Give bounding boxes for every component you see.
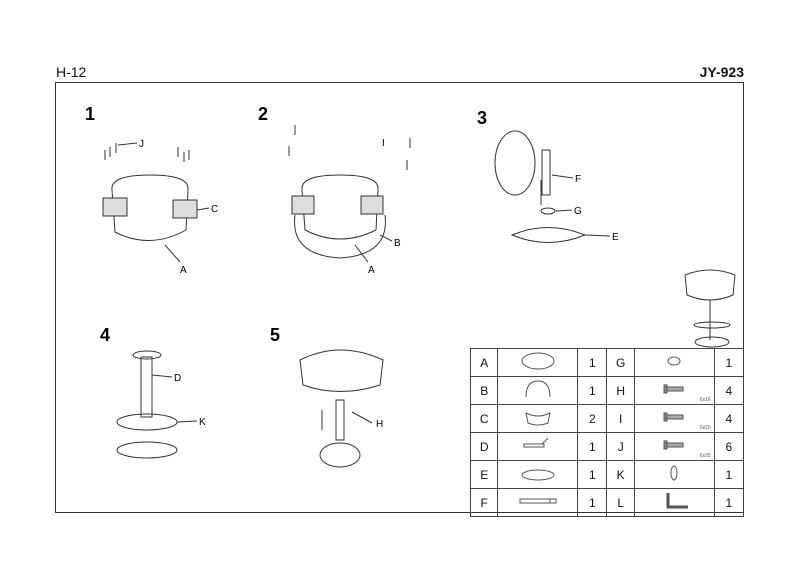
part-image: 6x16: [633, 376, 715, 405]
callout-label: E: [612, 232, 619, 243]
armrest-frame-icon: [525, 380, 551, 398]
gas-cylinder: [541, 149, 551, 196]
seat-shell: [301, 174, 379, 240]
part-letter: J: [606, 432, 635, 461]
step-number: 1: [85, 104, 95, 124]
part-image: [633, 488, 715, 517]
seat-shell: [111, 174, 189, 241]
part-letter: H: [606, 376, 635, 405]
bolts: [104, 143, 190, 162]
part-quantity: 1: [577, 348, 608, 377]
part-quantity: 1: [713, 488, 745, 517]
callout-label: H: [376, 419, 383, 430]
callout-label: A: [180, 265, 187, 276]
part-quantity: 1: [577, 376, 608, 405]
bolt-icon: [663, 384, 684, 394]
callout-label: C: [211, 204, 218, 215]
part-letter: D: [469, 432, 499, 461]
step-1: 1 J C A: [85, 104, 218, 276]
gas-cylinder-icon: [519, 498, 557, 504]
part-image: [633, 460, 715, 489]
ring-icon: [667, 356, 681, 366]
footrest-ring: [116, 413, 178, 431]
step-3: 3 F G E: [477, 108, 736, 348]
step-number: 4: [100, 325, 110, 345]
bolt-size: 6x16: [699, 397, 711, 403]
part-image: [497, 460, 579, 489]
part-letter: A: [469, 348, 499, 377]
part-quantity: 1: [577, 488, 608, 517]
step-2: 2 I B A: [258, 104, 411, 276]
part-image: 6x20: [633, 404, 715, 433]
part-quantity: 4: [713, 376, 745, 405]
bolt-size: 6x20: [699, 425, 711, 431]
instruction-frame: [55, 82, 744, 513]
part-letter: E: [469, 460, 499, 489]
allen-key-icon: [666, 493, 689, 509]
part-letter: C: [469, 404, 499, 433]
armrest-frame: [294, 214, 386, 259]
bracket: [172, 199, 198, 219]
part-quantity: 1: [713, 460, 745, 489]
callout-label: K: [199, 417, 206, 428]
callout-label: G: [574, 206, 582, 217]
detail-callout: [494, 130, 536, 196]
part-quantity: 1: [577, 460, 608, 489]
callout-label: B: [394, 238, 401, 249]
part-quantity: 2: [577, 404, 608, 433]
part-letter: F: [469, 488, 499, 517]
part-image: [633, 348, 715, 377]
step-number: 2: [258, 104, 268, 124]
part-image: [497, 348, 579, 377]
part-letter: B: [469, 376, 499, 405]
seat-shell-icon: [521, 352, 555, 370]
part-letter: K: [606, 460, 635, 489]
bolt-icon: [663, 412, 684, 422]
bolt-icon: [663, 440, 684, 450]
step-4: 4 D K: [100, 325, 206, 459]
callout-label: I: [382, 138, 385, 149]
assembled-stool-preview: [684, 269, 736, 348]
callout-label: D: [174, 373, 181, 384]
step-5: 5 H: [270, 325, 384, 468]
bolt-size: 6x25: [699, 453, 711, 459]
part-image: [497, 488, 579, 517]
part-quantity: 1: [577, 432, 608, 461]
ring: [540, 207, 556, 215]
seat: [299, 349, 384, 392]
callout-label: F: [575, 174, 581, 185]
bracket-icon: [525, 412, 551, 426]
model-code-left: H-12: [56, 64, 87, 80]
base: [116, 441, 178, 459]
part-quantity: 4: [713, 404, 745, 433]
part-letter: G: [606, 348, 635, 377]
part-quantity: 1: [713, 348, 745, 377]
part-quantity: 6: [713, 432, 745, 461]
part-letter: L: [606, 488, 635, 517]
step-number: 3: [477, 108, 487, 128]
column: [140, 356, 153, 418]
base-icon: [521, 469, 555, 481]
part-letter: I: [606, 404, 635, 433]
base: [510, 227, 587, 243]
part-image: 6x25: [633, 432, 715, 461]
part-image: [497, 404, 579, 433]
callout-label: J: [139, 139, 144, 150]
footrest-ring-icon: [670, 465, 678, 481]
model-code-right: JY-923: [699, 64, 744, 80]
lever-icon: [523, 437, 549, 448]
part-image: [497, 432, 579, 461]
bracket: [102, 197, 128, 217]
part-image: [497, 376, 579, 405]
step-number: 5: [270, 325, 280, 345]
callout-label: A: [368, 265, 375, 276]
base: [319, 442, 361, 468]
